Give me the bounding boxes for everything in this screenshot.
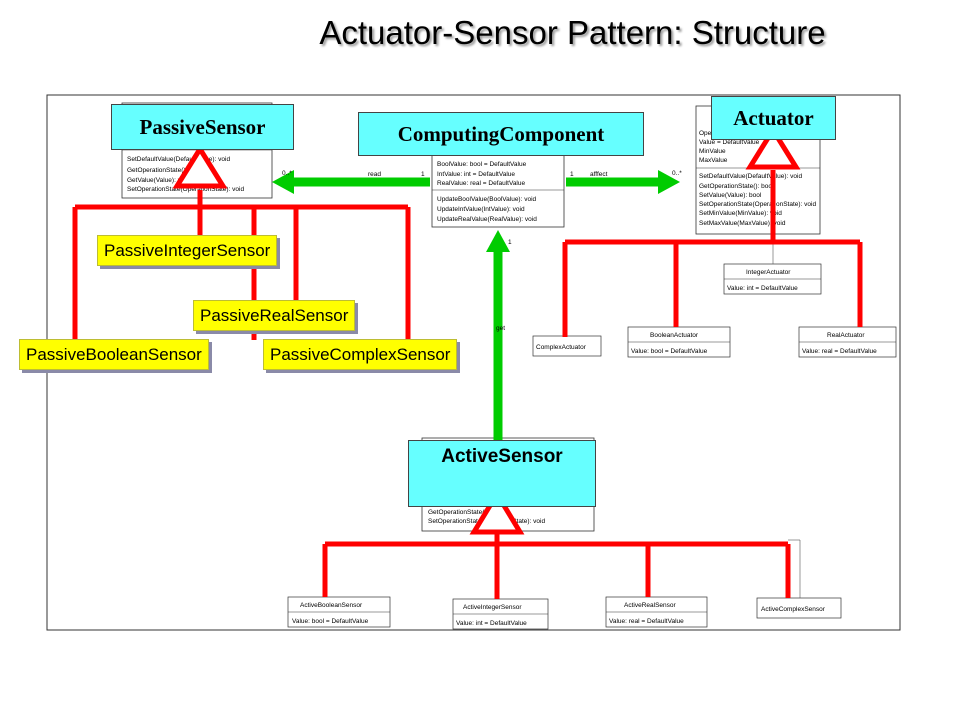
actuator-op-0: SetDefaultValue(DefaultValue): void [699, 173, 802, 180]
active-real-sensor-class: ActiveRealSensor Value: real = DefaultVa… [605, 596, 708, 628]
get-mult: 1 [508, 239, 512, 246]
active-complex-sensor-class: ActiveComplexSensor [756, 597, 842, 619]
active-boolean-sensor-name: ActiveBooleanSensor [300, 602, 363, 609]
passive-real-sensor-label: PassiveRealSensor [193, 300, 356, 331]
active-real-sensor-name: ActiveRealSensor [624, 602, 676, 609]
active-sensor-inheritance-triangle [469, 489, 525, 535]
integer-actuator-class: IntegerActuator Value: int = DefaultValu… [723, 263, 822, 295]
passive-sensor-inheritance-triangle [172, 144, 228, 189]
active-boolean-sensor-class: ActiveBooleanSensor Value: bool = Defaul… [287, 596, 391, 628]
integer-actuator-attr: Value: int = DefaultValue [727, 285, 798, 292]
passive-boolean-sensor-label: PassiveBooleanSensor [19, 339, 209, 370]
passive-sensor-op-1: GetOperationState(): bool [127, 167, 202, 174]
computing-component-class: BoolValue: bool = DefaultValue IntValue:… [431, 149, 565, 228]
actuator-op-4: SetMinValue(MinValue): void [699, 210, 782, 217]
active-complex-sensor-name: ActiveComplexSensor [761, 606, 826, 613]
actuator-op-1: GetOperationState(): bool [699, 183, 774, 190]
get-arrowhead [486, 230, 510, 252]
complex-actuator-name: ComplexActuator [536, 344, 587, 351]
passive-inheritance-lines [72, 190, 411, 340]
actuator-inheritance-triangle [745, 125, 801, 170]
affect-mult-right: 0..* [672, 170, 682, 177]
get-label: get [496, 325, 505, 332]
affect-mult-left: 1 [570, 171, 574, 178]
computing-attr-1: IntValue: int = DefaultValue [437, 171, 515, 178]
passive-sensor-op-2: GetValue(Value): void [127, 177, 190, 184]
computing-op-0: UpdateBoolValue(BoolValue): void [437, 196, 537, 203]
active-integer-sensor-name: ActiveIntegerSensor [463, 604, 522, 611]
passive-sensor-op-0: SetDefaultValue(DefaultValue): void [127, 156, 230, 163]
association-arrows: read afffect 0..* 1 1 0..* 1 get [272, 170, 682, 455]
active-inheritance-lines [322, 532, 791, 599]
computing-component-title-text: ComputingComponent [397, 122, 605, 146]
computing-attr-0: BoolValue: bool = DefaultValue [437, 161, 527, 168]
integer-actuator-name: IntegerActuator [746, 269, 791, 276]
actuator-attr-1: Value = DefaultValue [699, 139, 760, 146]
boolean-actuator-name: BooleanActuator [650, 332, 699, 339]
passive-sensor-title-text: PassiveSensor [139, 115, 266, 139]
computing-op-2: UpdateRealValue(RealValue): void [437, 216, 537, 223]
active-sensor-op-0: GetOperationState(): bool [428, 509, 503, 516]
slide-title: Actuator-Sensor Pattern: Structure [319, 14, 826, 51]
actuator-inheritance-lines [562, 170, 863, 337]
read-mult-left: 0..* [282, 170, 292, 177]
passive-sensor-op-3: SetOperationState(OperationState): void [127, 186, 244, 193]
boolean-actuator-attr: Value: bool = DefaultValue [631, 348, 708, 355]
real-actuator-name: RealActuator [827, 332, 865, 339]
passive-integer-sensor-label: PassiveIntegerSensor [97, 235, 278, 266]
passive-complex-sensor-label: PassiveComplexSensor [263, 339, 458, 370]
actuator-op-3: SetOperationState(OperationState): void [699, 201, 816, 208]
complex-actuator-class: ComplexActuator [532, 335, 602, 357]
actuator-title: Actuator [711, 96, 836, 140]
read-label: read [368, 171, 381, 178]
affect-arrowhead [658, 170, 680, 194]
active-sensor-title-text: ActiveSensor [441, 446, 563, 467]
actuator-op-5: SetMaxValue(MaxValue): void [699, 220, 786, 227]
boolean-actuator-class: BooleanActuator Value: bool = DefaultVal… [627, 326, 731, 358]
actuator-op-2: SetValue(Value): bool [699, 192, 762, 199]
active-boolean-sensor-attr: Value: bool = DefaultValue [292, 618, 369, 625]
active-integer-sensor-class: ActiveIntegerSensor Value: int = Default… [452, 598, 549, 630]
actuator-attr-2: MinValue [699, 148, 726, 155]
actuator-attr-3: MaxValue [699, 157, 728, 164]
read-arrowhead [272, 170, 294, 194]
computing-op-1: UpdateIntValue(IntValue): void [437, 206, 525, 213]
computing-component-title: ComputingComponent [358, 112, 644, 156]
active-sensor-title: ActiveSensor [408, 440, 596, 507]
active-real-sensor-attr: Value: real = DefaultValue [609, 618, 684, 625]
active-integer-sensor-attr: Value: int = DefaultValue [456, 620, 527, 627]
computing-attr-2: RealValue: real = DefaultValue [437, 180, 525, 187]
passive-sensor-title: PassiveSensor [111, 104, 294, 150]
affect-label: afffect [590, 171, 608, 178]
actuator-title-text: Actuator [733, 106, 814, 130]
real-actuator-class: RealActuator Value: real = DefaultValue [798, 326, 897, 358]
read-mult-right: 1 [421, 171, 425, 178]
real-actuator-attr: Value: real = DefaultValue [802, 348, 877, 355]
